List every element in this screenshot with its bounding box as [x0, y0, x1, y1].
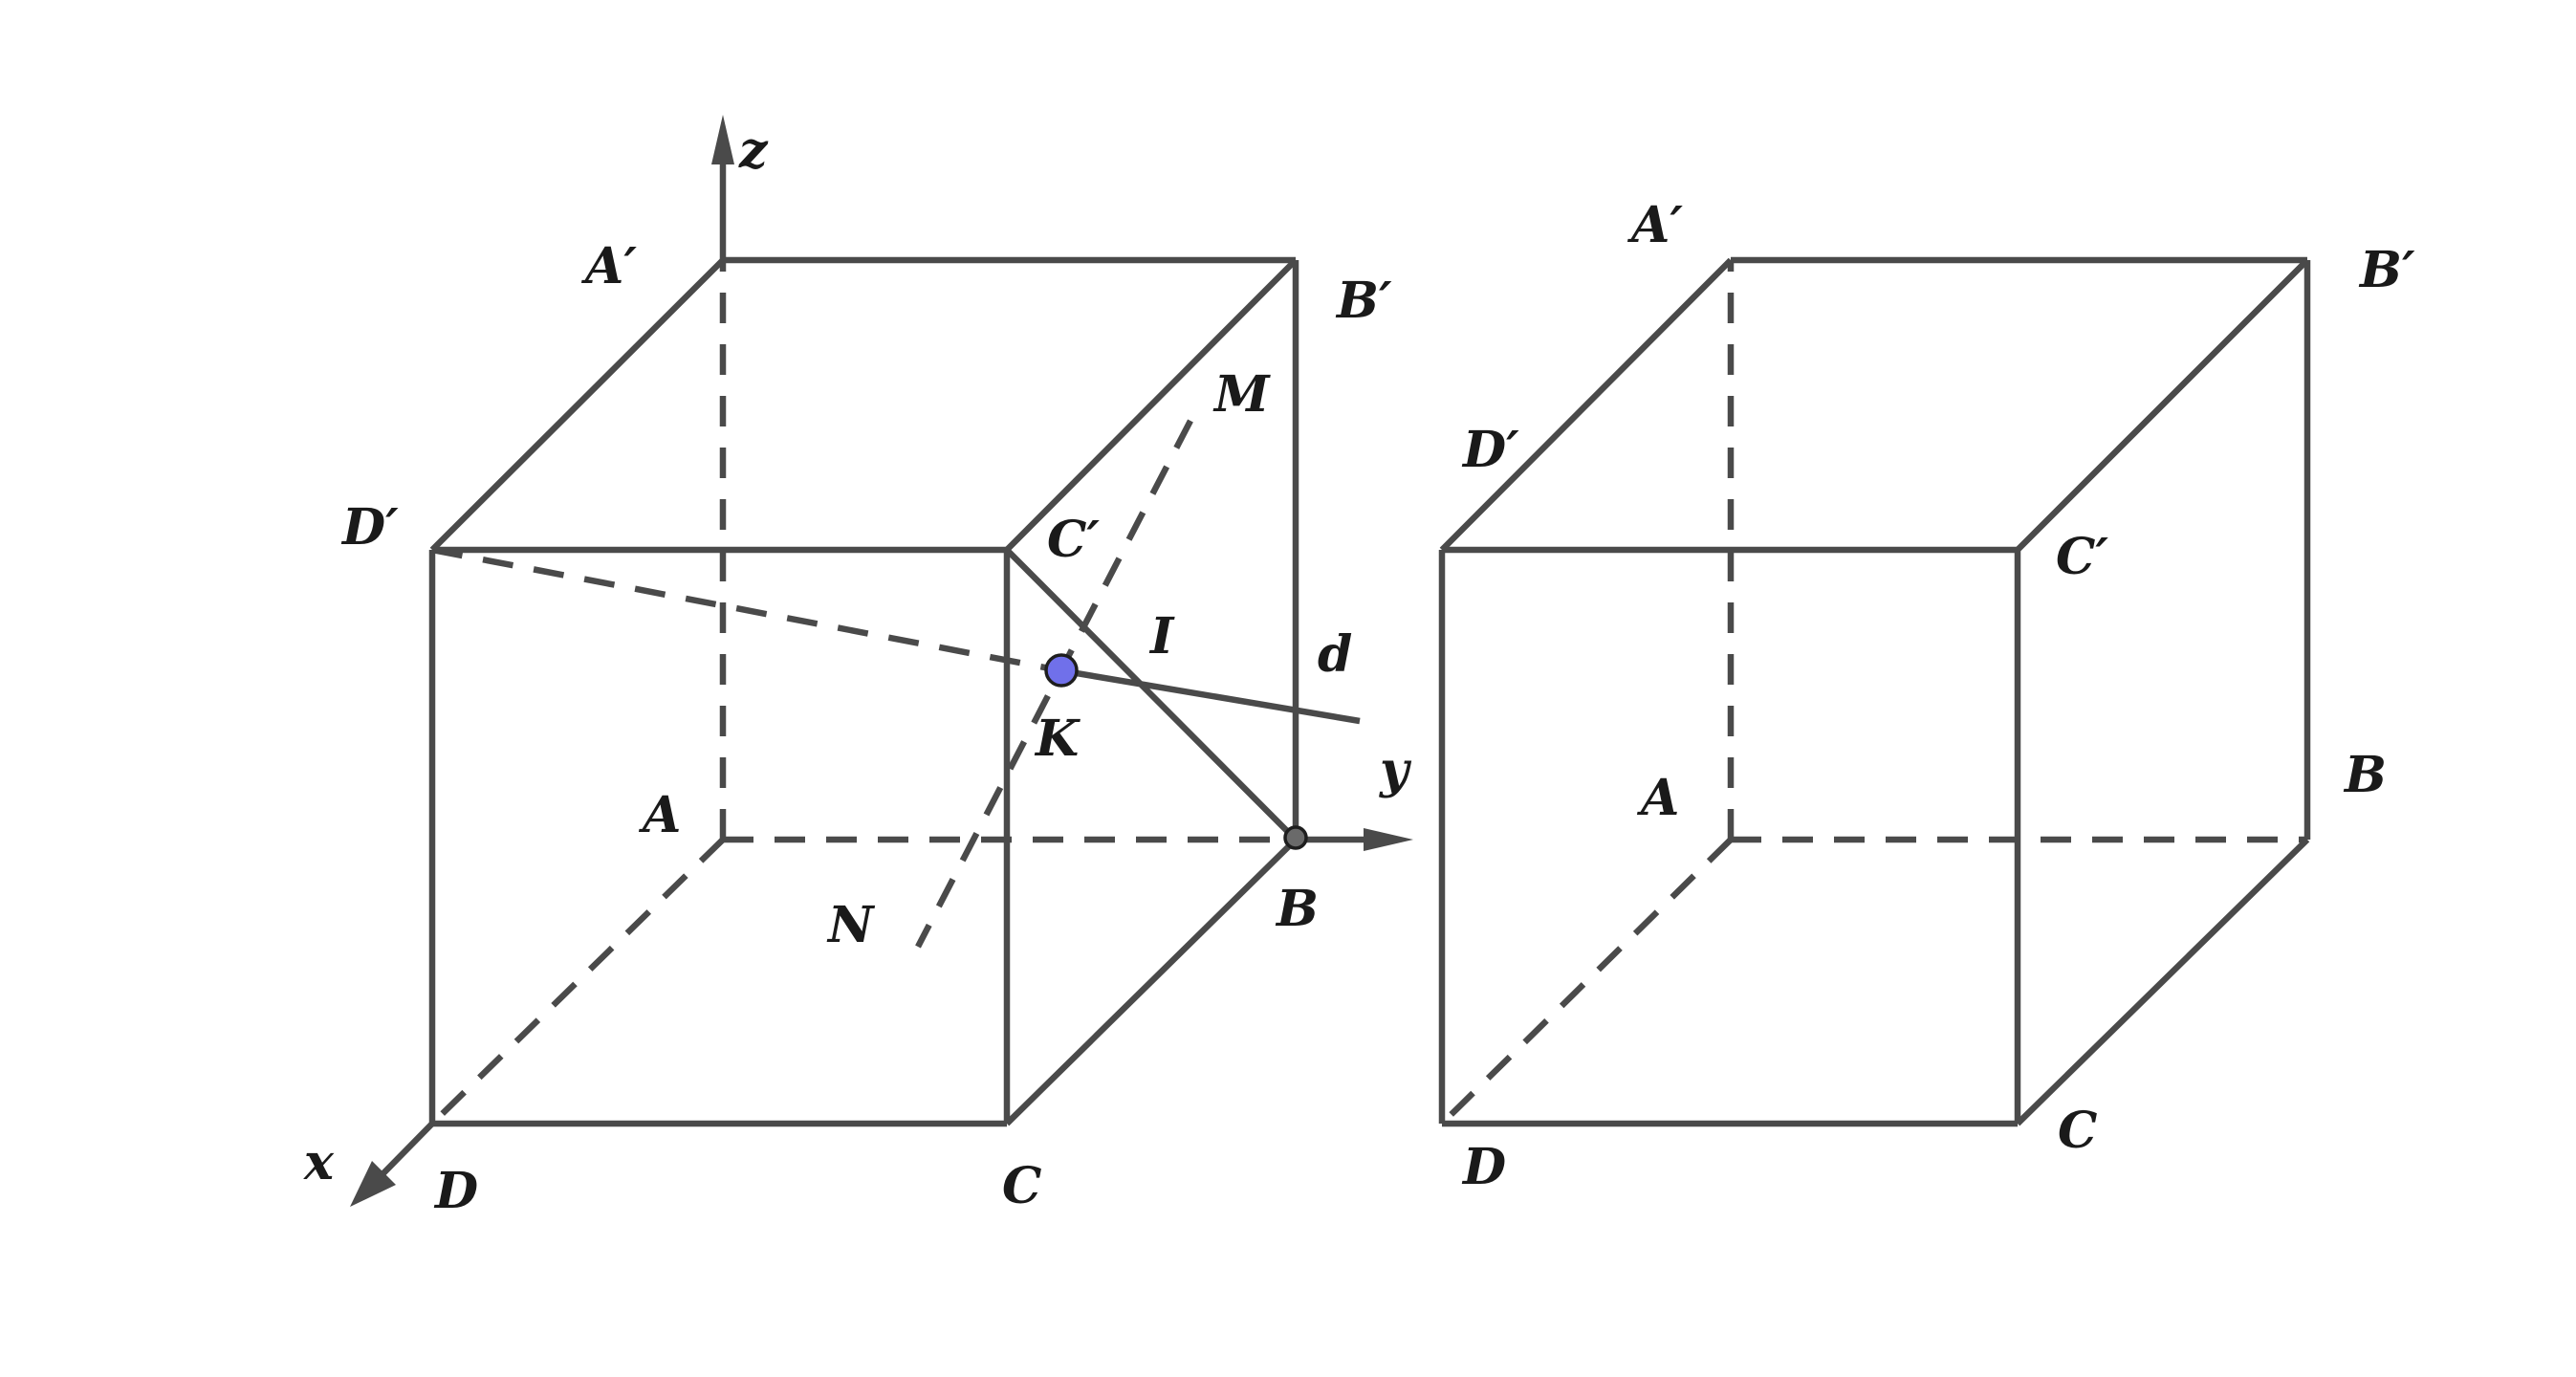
label-cprime-right: C′: [2056, 528, 2108, 586]
point-b: [1283, 825, 1308, 850]
x-axis: [378, 1121, 435, 1179]
z-axis-arrow: [711, 115, 734, 164]
label-c-left: C: [1002, 1157, 1041, 1215]
line-d-visible-part: [1059, 667, 1361, 725]
right-edge-bprime-cprime: [2015, 257, 2310, 553]
label-y: y: [1379, 741, 1412, 799]
label-cprime-left: C′: [1047, 511, 1100, 569]
label-a-right: A: [1636, 769, 1679, 827]
right-edge-a-d: [1439, 837, 1734, 1126]
right-edge-aprime-dprime: [1439, 257, 1734, 553]
right-edge-c-b: [2015, 837, 2310, 1126]
label-a-left: A: [638, 786, 681, 844]
label-b-left: B: [1275, 880, 1319, 938]
left-figure: z y x A′ B′ C′ D′ A B C D M N I K d: [303, 115, 1413, 1220]
right-figure: A′ B′ C′ D′ A B C D: [1438, 196, 2415, 1196]
edge-a-d: [429, 837, 726, 1126]
line-d-hidden-part: [431, 546, 1060, 674]
x-axis-arrow: [350, 1161, 396, 1207]
label-k: K: [1034, 710, 1081, 768]
line-mn: [915, 419, 1193, 949]
label-d-right: D: [1461, 1138, 1506, 1196]
label-aprime-right: A′: [1626, 196, 1683, 254]
label-d-left: D: [433, 1162, 478, 1220]
y-axis-arrow: [1364, 828, 1413, 851]
point-k: [1044, 653, 1079, 688]
label-m: M: [1212, 365, 1271, 424]
edge-aprime-dprime: [429, 257, 726, 553]
label-bprime-right: B′: [2358, 241, 2415, 299]
label-n: N: [826, 896, 876, 954]
label-bprime-left: B′: [1335, 272, 1392, 330]
label-c-right: C: [2058, 1102, 2097, 1160]
edge-c-b: [1004, 837, 1299, 1126]
diagonal-cprime-b: [1004, 547, 1299, 842]
label-aprime-left: A′: [580, 237, 637, 295]
label-dprime-left: D′: [340, 498, 399, 557]
label-d-line: d: [1318, 625, 1352, 684]
label-x: x: [303, 1133, 335, 1191]
edge-bprime-cprime: [1004, 257, 1299, 553]
label-i: I: [1148, 607, 1175, 666]
label-z: z: [738, 121, 769, 180]
label-b-right: B: [2343, 746, 2387, 804]
label-dprime-right: D′: [1461, 421, 1519, 479]
